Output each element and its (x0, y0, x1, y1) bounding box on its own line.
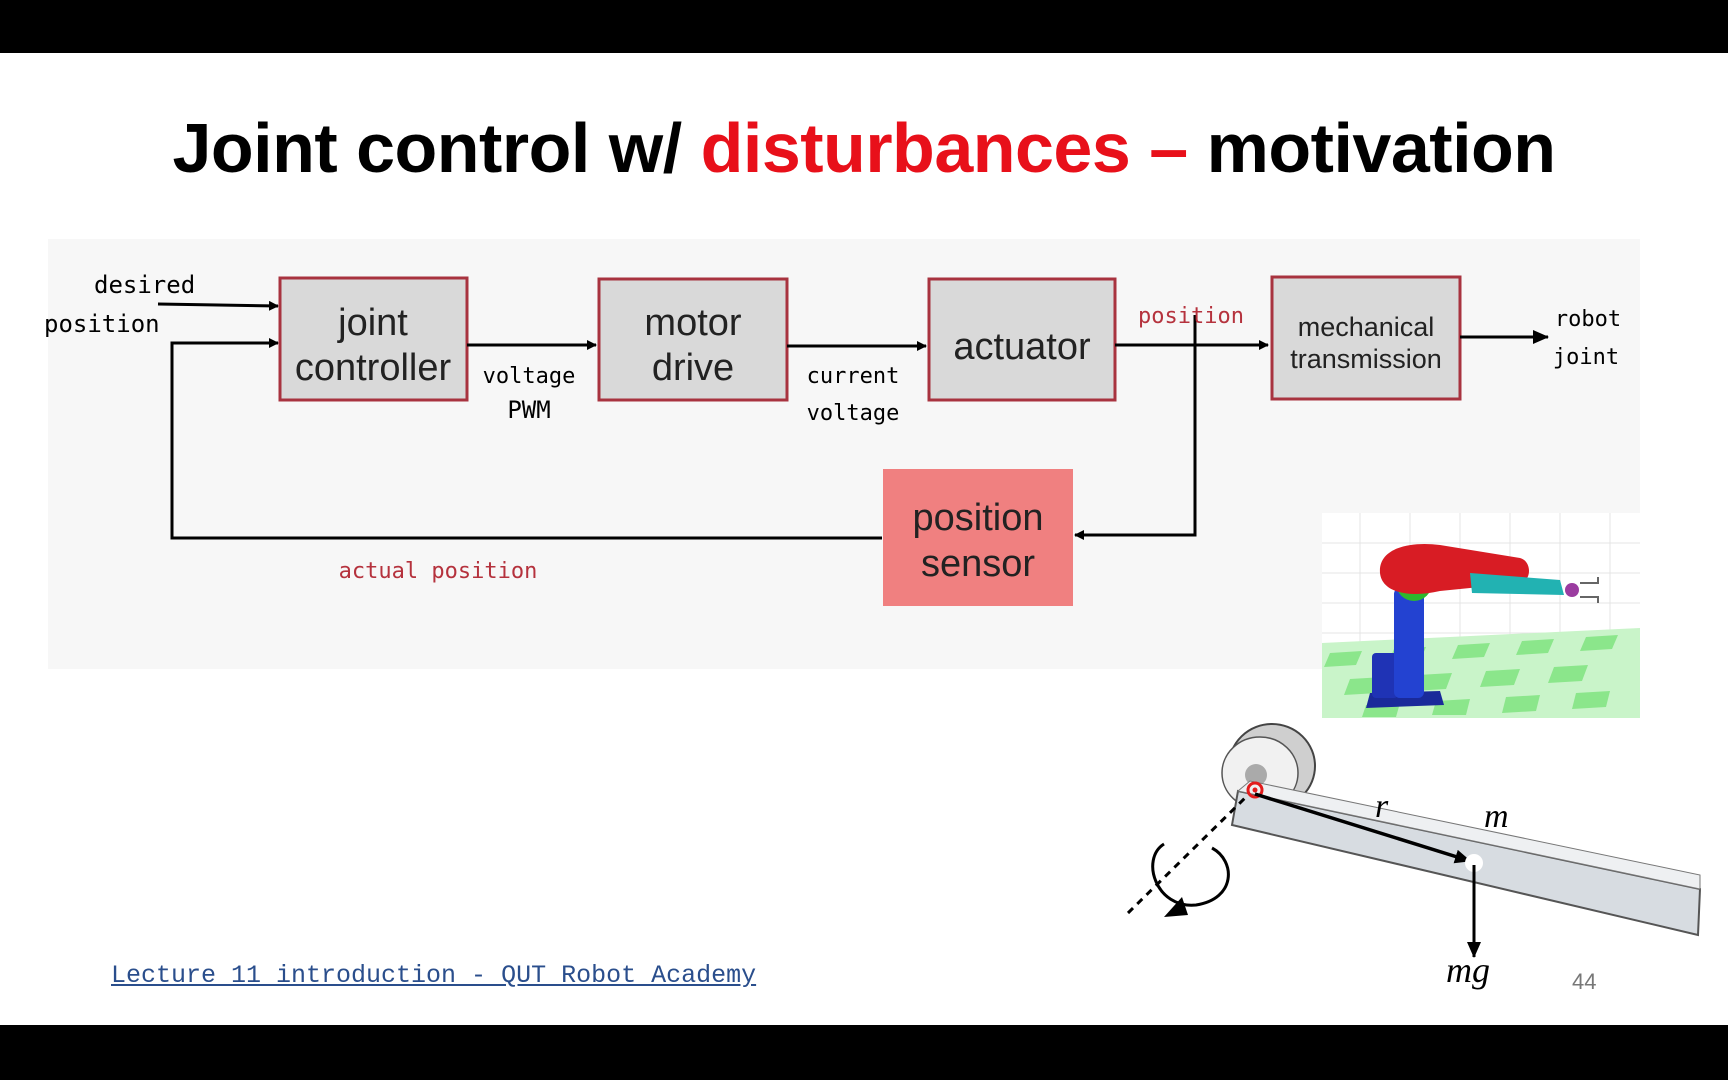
signal-voltage-2: voltage (807, 401, 900, 426)
position-sensor-line2: sensor (921, 543, 1035, 585)
desired-label-line2: position (44, 310, 160, 338)
motor-drive-block (597, 277, 789, 402)
actuator-label: actuator (953, 326, 1091, 368)
output-label-line2: joint (1553, 345, 1619, 370)
rotation-arrow (1151, 842, 1230, 907)
joint-controller-block (278, 276, 469, 402)
page-number: 44 (1572, 969, 1597, 994)
joint-controller-line2: controller (295, 347, 452, 389)
desired-label-line1: desired (94, 271, 195, 299)
motor-drive-line2: drive (652, 347, 734, 389)
slide: Joint control w/ disturbances – motivati… (0, 53, 1728, 1025)
signal-actual-position: actual position (339, 559, 538, 584)
signal-voltage: voltage (483, 364, 576, 389)
position-sensor-line1: position (913, 497, 1044, 539)
title-highlight: disturbances – (700, 109, 1189, 187)
signal-pwm: PWM (507, 396, 550, 424)
label-m: m (1484, 798, 1509, 835)
signal-position: position (1138, 304, 1244, 329)
title-part1: Joint control w/ (172, 109, 701, 187)
actuator-block (927, 277, 1117, 402)
feedback-line (170, 338, 882, 540)
transmission-line1: mechanical (1298, 312, 1435, 342)
label-r: r (1375, 788, 1389, 825)
sensor-input-line (1074, 315, 1197, 540)
title-part2: motivation (1187, 109, 1556, 187)
lecture-link[interactable]: Lecture 11 introduction - QUT Robot Acad… (111, 961, 757, 990)
r-vector (1254, 792, 1471, 864)
rotation-axis (1126, 796, 1247, 915)
desired-input-arrow (157, 300, 279, 311)
output-label-line1: robot (1555, 307, 1621, 332)
motor-drive-line1: motor (644, 302, 741, 344)
transmission-line2: transmission (1290, 344, 1442, 374)
slide-title: Joint control w/ disturbances – motivati… (0, 108, 1728, 188)
label-mg: mg (1446, 950, 1490, 990)
pendulum-diagram: r m mg (1126, 723, 1702, 990)
joint-controller-line1: joint (337, 302, 408, 344)
robot-arm-image (1322, 513, 1640, 718)
pivot-point (1246, 781, 1264, 799)
control-block-diagram: desired position joint controller voltag… (44, 271, 1702, 990)
position-sensor-block (883, 469, 1073, 606)
signal-current: current (807, 364, 900, 389)
